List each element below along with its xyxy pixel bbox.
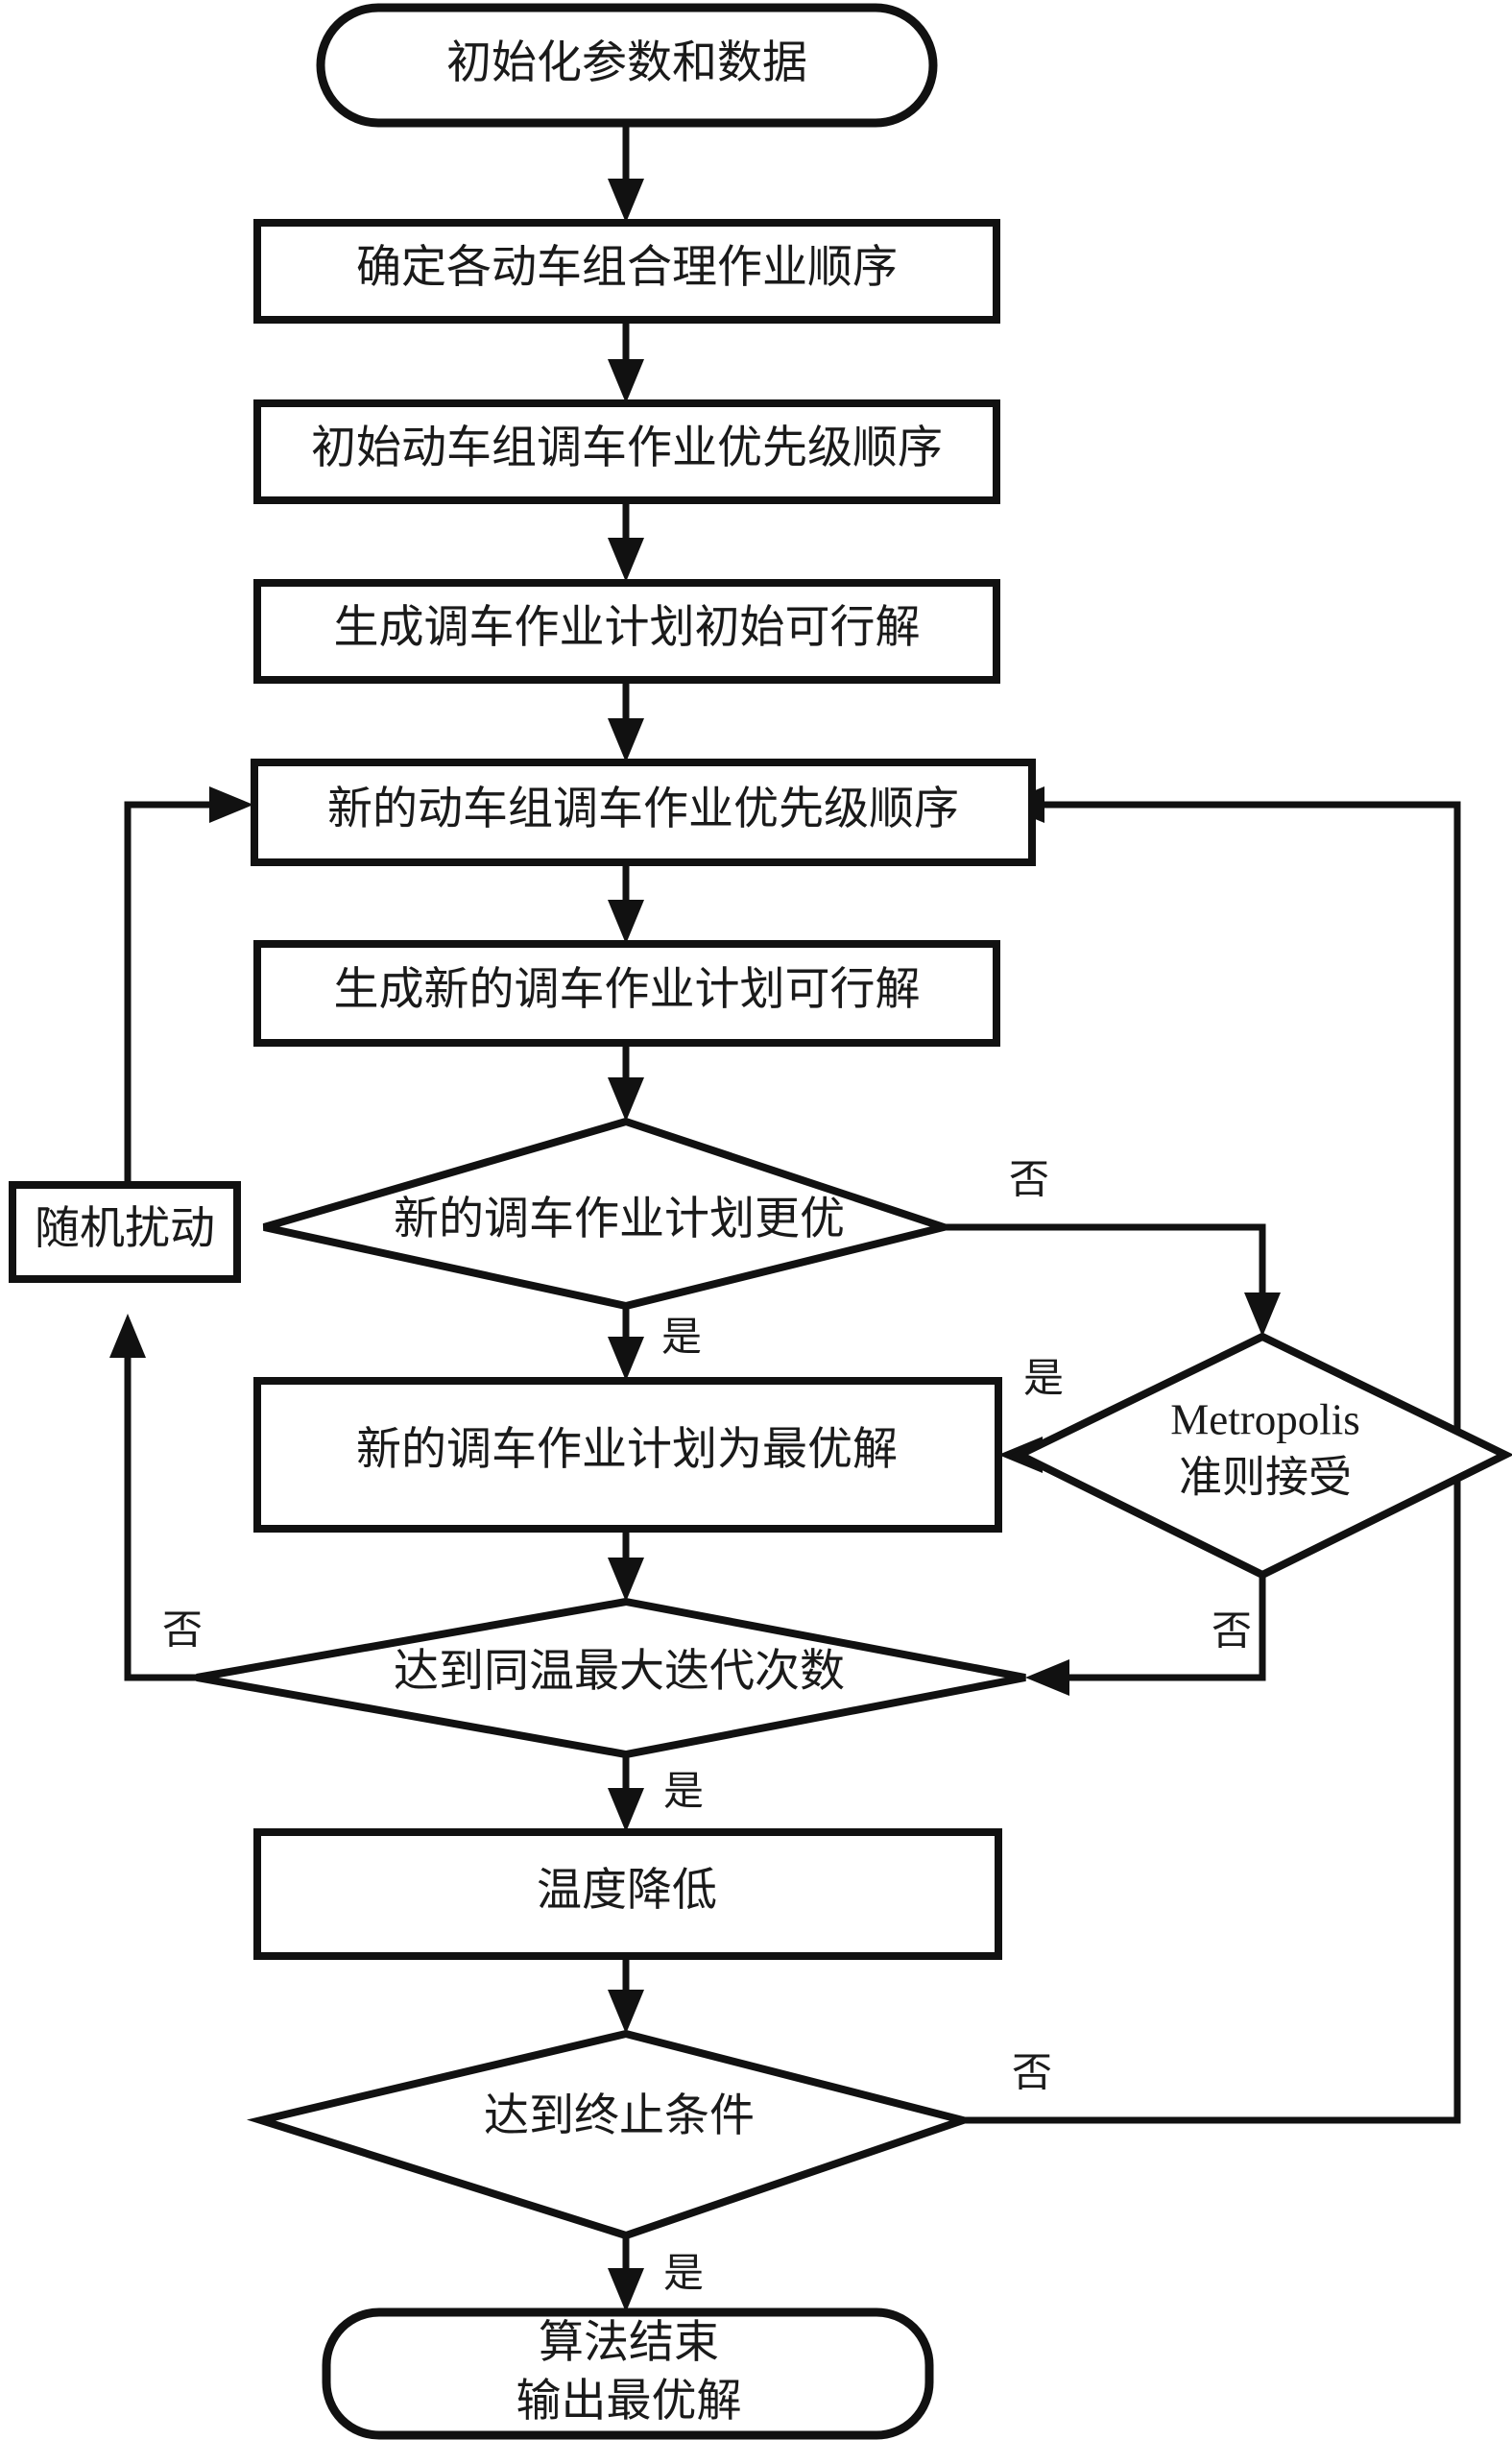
end-label-line1: 算法结束 xyxy=(539,2318,719,2368)
arrowhead-best-to-maxiter xyxy=(608,1558,644,1602)
node-new-prio[interactable]: 新的动车组调车作业优先级顺序 xyxy=(251,759,1036,866)
better-label: 新的调车作业计划更优 xyxy=(394,1195,845,1244)
edge-perturb-to-newprio xyxy=(124,801,221,1185)
edge-label-better-no: 否 xyxy=(1009,1159,1049,1203)
metropolis-label-line1: Metropolis xyxy=(1170,1395,1360,1443)
new-prio-process-shape xyxy=(251,759,1036,866)
node-init-sol[interactable]: 生成调车作业计划初始可行解 xyxy=(253,579,1000,684)
best-process-shape xyxy=(253,1377,1002,1533)
node-best[interactable]: 新的调车作业计划为最优解 xyxy=(253,1377,1002,1533)
stop-cond-label: 达到终止条件 xyxy=(484,2091,755,2141)
node-new-sol[interactable]: 生成新的调车作业计划可行解 xyxy=(253,940,1000,1047)
edge-label-metropolis-yes: 是 xyxy=(1023,1358,1064,1402)
edge-label-stopcond-yes: 是 xyxy=(663,2253,704,2297)
node-order[interactable]: 确定各动车组合理作业顺序 xyxy=(253,219,1000,324)
edge-label-maxiter-no: 否 xyxy=(162,1609,203,1654)
arrowhead-maxiter-no-to-perturb xyxy=(109,1314,146,1358)
edge-label-stopcond-no: 否 xyxy=(1012,2052,1052,2096)
edge-label-layer: 否 是 是 否 否 是 否 是 xyxy=(162,1159,1252,2297)
node-cool[interactable]: 温度降低 xyxy=(253,1828,1002,1960)
edge-label-metropolis-no: 否 xyxy=(1212,1610,1252,1655)
node-perturb[interactable]: 随机扰动 xyxy=(9,1181,241,1283)
edge-label-better-yes: 是 xyxy=(661,1317,702,1361)
start-terminal-shape xyxy=(316,3,938,128)
arrowhead-start-to-order xyxy=(608,179,644,223)
arrowhead-better-no-to-metropolis xyxy=(1244,1292,1281,1337)
perturb-process-shape xyxy=(9,1181,241,1283)
start-label: 初始化参数和数据 xyxy=(446,38,807,88)
node-metropolis[interactable]: Metropolis 准则接受 xyxy=(1010,1332,1512,1580)
arrowhead-better-yes-to-best xyxy=(608,1337,644,1381)
max-iter-label: 达到同温最大迭代次数 xyxy=(394,1647,845,1697)
new-sol-process-shape xyxy=(253,940,1000,1047)
metropolis-label-line2: 准则接受 xyxy=(1179,1453,1352,1501)
edge-better-no-to-metropolis xyxy=(944,1223,1266,1308)
new-sol-label: 生成新的调车作业计划可行解 xyxy=(334,965,921,1015)
max-iter-decision-shape xyxy=(196,1597,1026,1759)
init-prio-label: 初始动车组调车作业优先级顺序 xyxy=(311,423,943,473)
arrowhead-perturb-to-newprio xyxy=(209,786,253,823)
arrowhead-newprio-to-newsol xyxy=(608,900,644,944)
node-better[interactable]: 新的调车作业计划更优 xyxy=(262,1117,958,1311)
init-sol-process-shape xyxy=(253,579,1000,684)
node-end[interactable]: 算法结束 输出最优解 xyxy=(322,2307,934,2440)
arrowhead-initprio-to-initsol xyxy=(608,538,644,582)
metropolis-decision-shape xyxy=(1010,1332,1512,1580)
end-label-line2: 输出最优解 xyxy=(516,2377,742,2427)
best-label: 新的调车作业计划为最优解 xyxy=(356,1425,898,1475)
edge-metropolis-no-to-maxiter xyxy=(1056,1575,1266,1681)
node-start[interactable]: 初始化参数和数据 xyxy=(316,3,938,128)
arrowhead-newsol-to-better xyxy=(608,1077,644,1122)
cool-label: 温度降低 xyxy=(537,1866,717,1916)
order-label: 确定各动车组合理作业顺序 xyxy=(356,243,898,293)
arrowhead-order-to-initprio xyxy=(608,359,644,403)
arrowhead-maxiter-yes-to-cool xyxy=(608,1788,644,1832)
order-process-shape xyxy=(253,219,1000,324)
edge-maxiter-no-to-perturb xyxy=(124,1344,197,1681)
arrowhead-cool-to-stopcond xyxy=(608,1990,644,2034)
init-prio-process-shape xyxy=(253,399,1000,504)
node-max-iter[interactable]: 达到同温最大迭代次数 xyxy=(196,1597,1026,1759)
arrowhead-initsol-to-newprio xyxy=(608,718,644,762)
init-sol-label: 生成调车作业计划初始可行解 xyxy=(334,603,921,653)
node-stop-cond[interactable]: 达到终止条件 xyxy=(246,2029,976,2240)
better-decision-shape xyxy=(262,1117,958,1311)
stop-cond-decision-shape xyxy=(246,2029,976,2240)
perturb-label: 随机扰动 xyxy=(35,1204,215,1254)
end-terminal-shape xyxy=(322,2307,934,2440)
arrowhead-stopcond-yes-to-end xyxy=(608,2268,644,2312)
node-init-prio[interactable]: 初始动车组调车作业优先级顺序 xyxy=(253,399,1000,504)
arrowhead-metropolis-no-to-maxiter xyxy=(1025,1659,1069,1696)
edge-label-maxiter-yes: 是 xyxy=(663,1771,704,1815)
cool-process-shape xyxy=(253,1828,1002,1960)
new-prio-label: 新的动车组调车作业优先级顺序 xyxy=(327,785,959,834)
